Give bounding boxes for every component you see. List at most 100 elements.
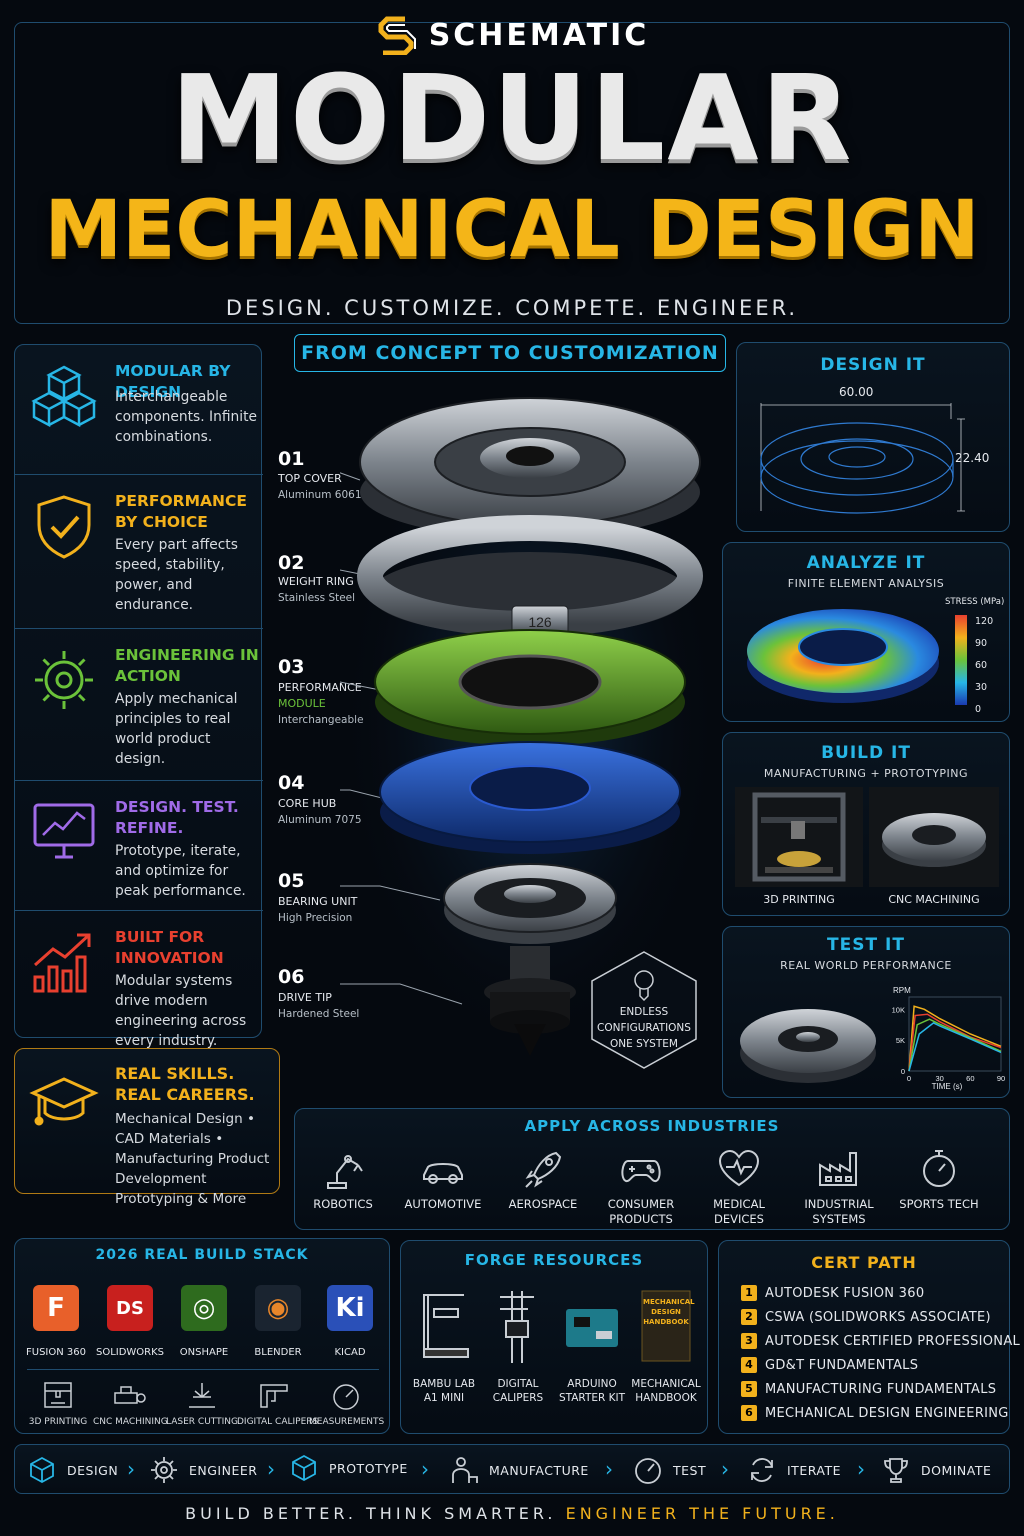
gauge-icon xyxy=(333,1384,359,1410)
industry-consumer-products[interactable]: CONSUMER PRODUCTS xyxy=(593,1145,689,1227)
part-name: TOP COVER xyxy=(278,472,342,485)
industry-label: CONSUMER PRODUCTS xyxy=(607,1197,675,1226)
chevron-right-icon: › xyxy=(721,1457,729,1481)
part-number: 03 xyxy=(278,656,305,678)
industry-label: AUTOMOTIVE xyxy=(404,1197,482,1211)
dimension-width: 60.00 xyxy=(839,385,874,399)
panel-title: ANALYZE IT xyxy=(806,553,926,573)
flow-step-manufacture[interactable]: MANUFACTURE xyxy=(449,1453,589,1487)
design-it-panel: DESIGN IT 60.00 22.40 xyxy=(736,342,1010,532)
feature-desc: Interchangeable components. Infinite com… xyxy=(115,389,257,445)
factory-icon xyxy=(819,1152,857,1186)
heart-pulse-icon xyxy=(718,1149,760,1187)
3d-printer-image xyxy=(735,787,863,887)
worker-icon xyxy=(452,1457,478,1483)
part-number: 05 xyxy=(278,870,305,892)
flow-step-design[interactable]: DESIGN xyxy=(27,1453,118,1487)
industry-robotics[interactable]: ROBOTICS xyxy=(295,1145,391,1212)
tool-kicad[interactable]: Ki KICAD xyxy=(315,1285,385,1358)
gamepad-icon xyxy=(621,1160,661,1183)
y-tick-label: 5K xyxy=(896,1036,905,1045)
feature-title: PERFORMANCE BY CHOICE xyxy=(115,492,247,531)
part-material: High Precision xyxy=(278,912,353,924)
resource-digital-calipers[interactable]: DIGITAL CALIPERS xyxy=(481,1287,555,1405)
brand-name: SCHEMATIC xyxy=(428,17,650,53)
build-item-label: CNC MACHINING xyxy=(888,893,980,906)
industry-label: AEROSPACE xyxy=(508,1197,578,1211)
tool-laser-cutting: LASER CUTTING xyxy=(165,1381,239,1427)
chevron-right-icon: › xyxy=(605,1457,613,1481)
fea-heatmap xyxy=(747,609,939,703)
tool-fusion-360[interactable]: F FUSION 360 xyxy=(21,1285,91,1358)
feature-design-test: DESIGN. TEST. REFINE. Prototype, iterate… xyxy=(15,781,263,911)
spinner-test-image xyxy=(740,1009,876,1083)
tool-digital-calipers: DIGITAL CALIPERS xyxy=(237,1381,318,1427)
part-number: 04 xyxy=(278,772,305,794)
hex-text: ENDLESS CONFIGURATIONS ONE SYSTEM xyxy=(597,1006,691,1050)
stress-color-scale xyxy=(955,615,967,705)
onshape-logo-icon: ◎ xyxy=(181,1285,227,1331)
header-frame xyxy=(14,22,1010,324)
flow-step-test[interactable]: TEST xyxy=(633,1453,706,1487)
brand: SCHEMATIC xyxy=(0,14,1024,56)
printer-icon xyxy=(423,1294,469,1358)
panel-subtitle: MANUFACTURING + PROTOTYPING xyxy=(763,767,969,780)
trophy-icon xyxy=(884,1458,908,1483)
panel-title: DESIGN IT xyxy=(820,355,926,375)
part-name: CORE HUB xyxy=(278,797,337,810)
feature-engineering: ENGINEERING IN ACTION Apply mechanical p… xyxy=(15,629,263,781)
industry-industrial-systems[interactable]: INDUSTRIAL SYSTEMS xyxy=(791,1145,887,1227)
flow-step-prototype[interactable]: PROTOTYPE xyxy=(289,1451,408,1485)
tool-solidworks[interactable]: DS SOLIDWORKS xyxy=(95,1285,165,1358)
build-it-panel: BUILD IT MANUFACTURING + PROTOTYPING 3D … xyxy=(722,732,1010,916)
feature-performance: PERFORMANCE BY CHOICE Every part affects… xyxy=(15,475,263,629)
part-material: Aluminum 7075 xyxy=(278,814,362,826)
industry-sports-tech[interactable]: SPORTS TECH xyxy=(891,1145,987,1212)
laser-icon xyxy=(189,1383,215,1408)
industry-label: SPORTS TECH xyxy=(899,1197,979,1211)
resource-arduino-kit[interactable]: ARDUINO STARTER KIT xyxy=(555,1287,629,1405)
chevron-right-icon: › xyxy=(421,1457,429,1481)
industry-aerospace[interactable]: AEROSPACE xyxy=(495,1145,591,1212)
kicad-logo-icon: Ki xyxy=(327,1285,373,1331)
resource-bambu-lab[interactable]: BAMBU LAB A1 MINI xyxy=(407,1287,481,1405)
cubes-icon xyxy=(31,365,97,428)
footer: BUILD BETTER. THINK SMARTER. ENGINEER TH… xyxy=(0,1504,1024,1523)
rpm-series-line-1 xyxy=(908,1013,1002,1072)
chart-frame xyxy=(908,996,1002,1072)
industry-automotive[interactable]: AUTOMOTIVE xyxy=(395,1145,491,1212)
feature-modular: MODULAR BY DESIGN Interchangeable compon… xyxy=(15,345,263,475)
cert-title: CERT PATH xyxy=(811,1253,917,1272)
feature-desc: Modular systems drive modern engineering… xyxy=(115,973,247,1049)
careers-desc: Mechanical Design • CAD Materials • Manu… xyxy=(115,1111,270,1207)
flow-step-dominate[interactable]: DOMINATE xyxy=(881,1453,991,1487)
fusion-360-logo-icon: F xyxy=(33,1285,79,1331)
solidworks-logo-icon: DS xyxy=(107,1285,153,1331)
footer-part-2: ENGINEER THE FUTURE. xyxy=(565,1504,839,1523)
feature-desc: Prototype, iterate, and optimize for pea… xyxy=(115,843,246,899)
chevron-right-icon: › xyxy=(857,1457,865,1481)
resource-mechanical-handbook[interactable]: MECHANICAL DESIGN HANDBOOK MECHANICAL HA… xyxy=(629,1287,703,1405)
part-number: 02 xyxy=(278,552,305,574)
blender-logo-icon: ◉ xyxy=(255,1285,301,1331)
industry-medical-devices[interactable]: MEDICAL DEVICES xyxy=(691,1145,787,1227)
3d-printer-icon xyxy=(44,1382,72,1408)
tool-onshape[interactable]: ◎ ONSHAPE xyxy=(169,1285,239,1358)
wireframe-drawing xyxy=(760,403,965,514)
chevron-right-icon: › xyxy=(127,1457,135,1481)
features-panel: MODULAR BY DESIGN Interchangeable compon… xyxy=(14,344,263,1049)
industry-label: INDUSTRIAL SYSTEMS xyxy=(804,1197,874,1226)
title-line-2: MECHANICAL DESIGN xyxy=(44,185,980,275)
careers-panel: REAL SKILLS. REAL CAREERS. Mechanical De… xyxy=(14,1048,280,1207)
flow-step-engineer[interactable]: ENGINEER xyxy=(149,1453,257,1487)
tool-blender[interactable]: ◉ BLENDER xyxy=(243,1285,313,1358)
part-name-accent: MODULE xyxy=(278,697,326,710)
cnc-part-image xyxy=(869,787,999,887)
forge-resources-panel: FORGE RESOURCES BAMBU LAB A1 MINI DIGITA… xyxy=(400,1240,708,1434)
flow-step-iterate[interactable]: ITERATE xyxy=(747,1453,841,1487)
calipers-icon xyxy=(260,1384,288,1408)
